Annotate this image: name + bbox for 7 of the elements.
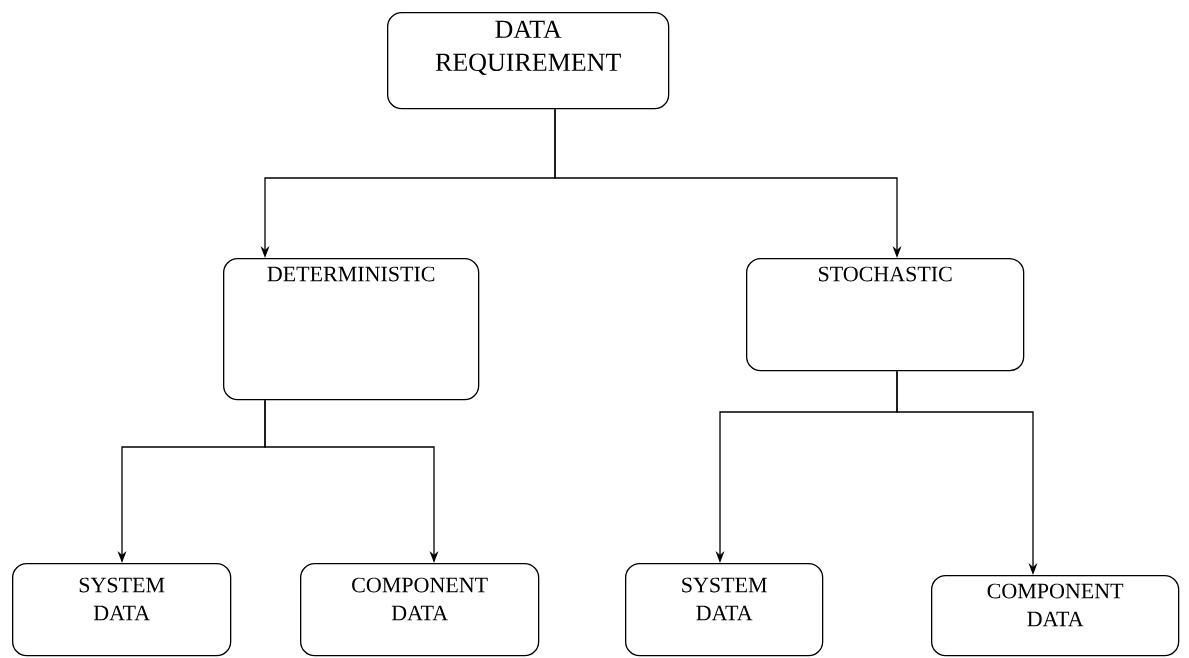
process-box: COMPONENT DATA [300,563,540,657]
process-box: DATA REQUIREMENT [387,12,670,110]
process-box: SYSTEM DATA [625,563,824,657]
process-box: SYSTEM DATA [12,563,232,657]
process-box: STOCHASTIC [746,258,1025,372]
process-box: COMPONENT DATA [931,575,1180,657]
process-box: DETERMINISTIC [223,258,480,401]
